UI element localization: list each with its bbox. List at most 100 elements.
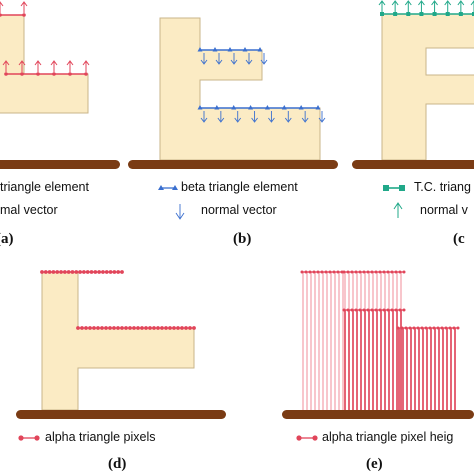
panel-a-ground <box>0 160 120 169</box>
alpha-pixel <box>412 326 416 330</box>
alpha-pixel <box>112 270 117 274</box>
legend-b-normal: normal vector <box>201 203 277 217</box>
alpha-pixel <box>116 270 121 274</box>
beta-node <box>281 105 287 110</box>
alpha-pixel <box>120 270 124 274</box>
legend-node <box>312 435 318 441</box>
panel-a <box>0 1 120 169</box>
legend-c-element: T.C. triang <box>414 180 471 194</box>
legend-b-element: beta triangle element <box>181 180 298 194</box>
alpha-pixel <box>192 326 196 330</box>
normal-arrow-head <box>200 117 208 123</box>
beta-node <box>315 105 321 110</box>
alpha-pixel <box>124 326 128 330</box>
normal-arrow-head <box>301 117 309 123</box>
legend-b-beta-symbol <box>158 185 178 190</box>
legend-c-tc-symbol <box>383 185 405 191</box>
alpha-pixel <box>336 270 340 274</box>
alpha-pixel <box>362 270 366 274</box>
alpha-pixel <box>444 326 448 330</box>
alpha-pixel <box>354 270 358 274</box>
panel-d-ground <box>16 410 226 419</box>
alpha-pixel <box>432 326 436 330</box>
panel-c-ground <box>352 160 474 169</box>
alpha-pixel <box>55 270 60 274</box>
alpha-pixel <box>76 326 80 330</box>
alpha-pixel <box>452 326 456 330</box>
legend-c-normal: normal v <box>420 203 468 217</box>
alpha-pixel <box>342 270 346 274</box>
normal-arrow-head <box>66 60 74 66</box>
alpha-pixel <box>358 308 362 312</box>
alpha-pixel <box>424 326 428 330</box>
panel-b-ground <box>128 160 338 169</box>
tc-node <box>393 12 398 16</box>
alpha-pixel <box>402 270 406 274</box>
alpha-node <box>22 13 26 17</box>
alpha-pixel <box>324 270 328 274</box>
alpha-node <box>20 72 24 76</box>
alpha-pixel <box>132 326 136 330</box>
alpha-pixel <box>350 308 354 312</box>
normal-arrow-head <box>318 117 326 123</box>
panel-b <box>128 17 338 169</box>
legend-d-pixels: alpha triangle pixels <box>45 430 156 444</box>
normal-arrow-head <box>2 60 10 66</box>
alpha-pixel <box>188 326 192 330</box>
panel-a-label: (a) <box>0 231 14 247</box>
normal-arrow-head <box>50 60 58 66</box>
alpha-pixel <box>390 270 394 274</box>
alpha-pixel <box>346 270 350 274</box>
panel-d-mid-pixels <box>76 326 196 330</box>
alpha-pixel <box>120 326 124 330</box>
normal-arrow-head <box>470 0 474 6</box>
normal-arrow-head <box>378 0 386 6</box>
tc-node <box>445 12 450 16</box>
legend-b-normal-symbol <box>175 204 185 220</box>
panel-e-pixel-columns <box>300 270 460 410</box>
alpha-pixel <box>104 326 108 330</box>
normal-arrow-head <box>251 117 258 123</box>
panel-b-shape <box>159 17 321 161</box>
panel-d-shape <box>41 271 195 411</box>
alpha-pixel <box>78 270 82 274</box>
tc-node <box>406 12 411 16</box>
alpha-pixel <box>374 270 378 274</box>
alpha-node <box>4 72 8 76</box>
alpha-pixel <box>436 326 440 330</box>
alpha-pixel <box>140 326 144 330</box>
alpha-pixel <box>408 326 412 330</box>
alpha-pixel <box>394 308 398 312</box>
beta-node <box>257 47 263 52</box>
alpha-pixel <box>47 270 52 274</box>
legend-c-normal-symbol <box>393 202 403 218</box>
alpha-pixel <box>62 270 67 274</box>
beta-node <box>298 105 304 110</box>
normal-arrow-head <box>245 59 253 65</box>
alpha-pixel <box>402 308 406 312</box>
alpha-pixel <box>108 326 112 330</box>
alpha-pixel <box>101 270 105 274</box>
panel-b-lower-arrows <box>197 105 326 123</box>
alpha-pixel <box>96 326 100 330</box>
tc-node <box>472 12 474 16</box>
alpha-pixel <box>382 308 386 312</box>
alpha-node <box>68 72 72 76</box>
panel-b-upper-arrows <box>197 47 268 65</box>
normal-arrow-head <box>234 117 242 123</box>
alpha-pixel <box>97 270 102 274</box>
alpha-pixel <box>80 326 84 330</box>
panel-b-label: (b) <box>233 231 252 247</box>
normal-arrow-head <box>268 117 275 123</box>
alpha-pixel <box>440 326 444 330</box>
alpha-pixel <box>59 270 63 274</box>
alpha-pixel <box>328 270 332 274</box>
legend-e-pixels: alpha triangle pixel heig <box>322 430 454 444</box>
normal-arrow-head <box>260 59 268 65</box>
alpha-pixel <box>85 270 90 274</box>
normal-arrow-head <box>34 60 42 66</box>
alpha-pixel <box>386 308 390 312</box>
tc-node <box>458 12 463 16</box>
legend-node <box>18 435 24 441</box>
panel-c-shape <box>381 13 474 161</box>
